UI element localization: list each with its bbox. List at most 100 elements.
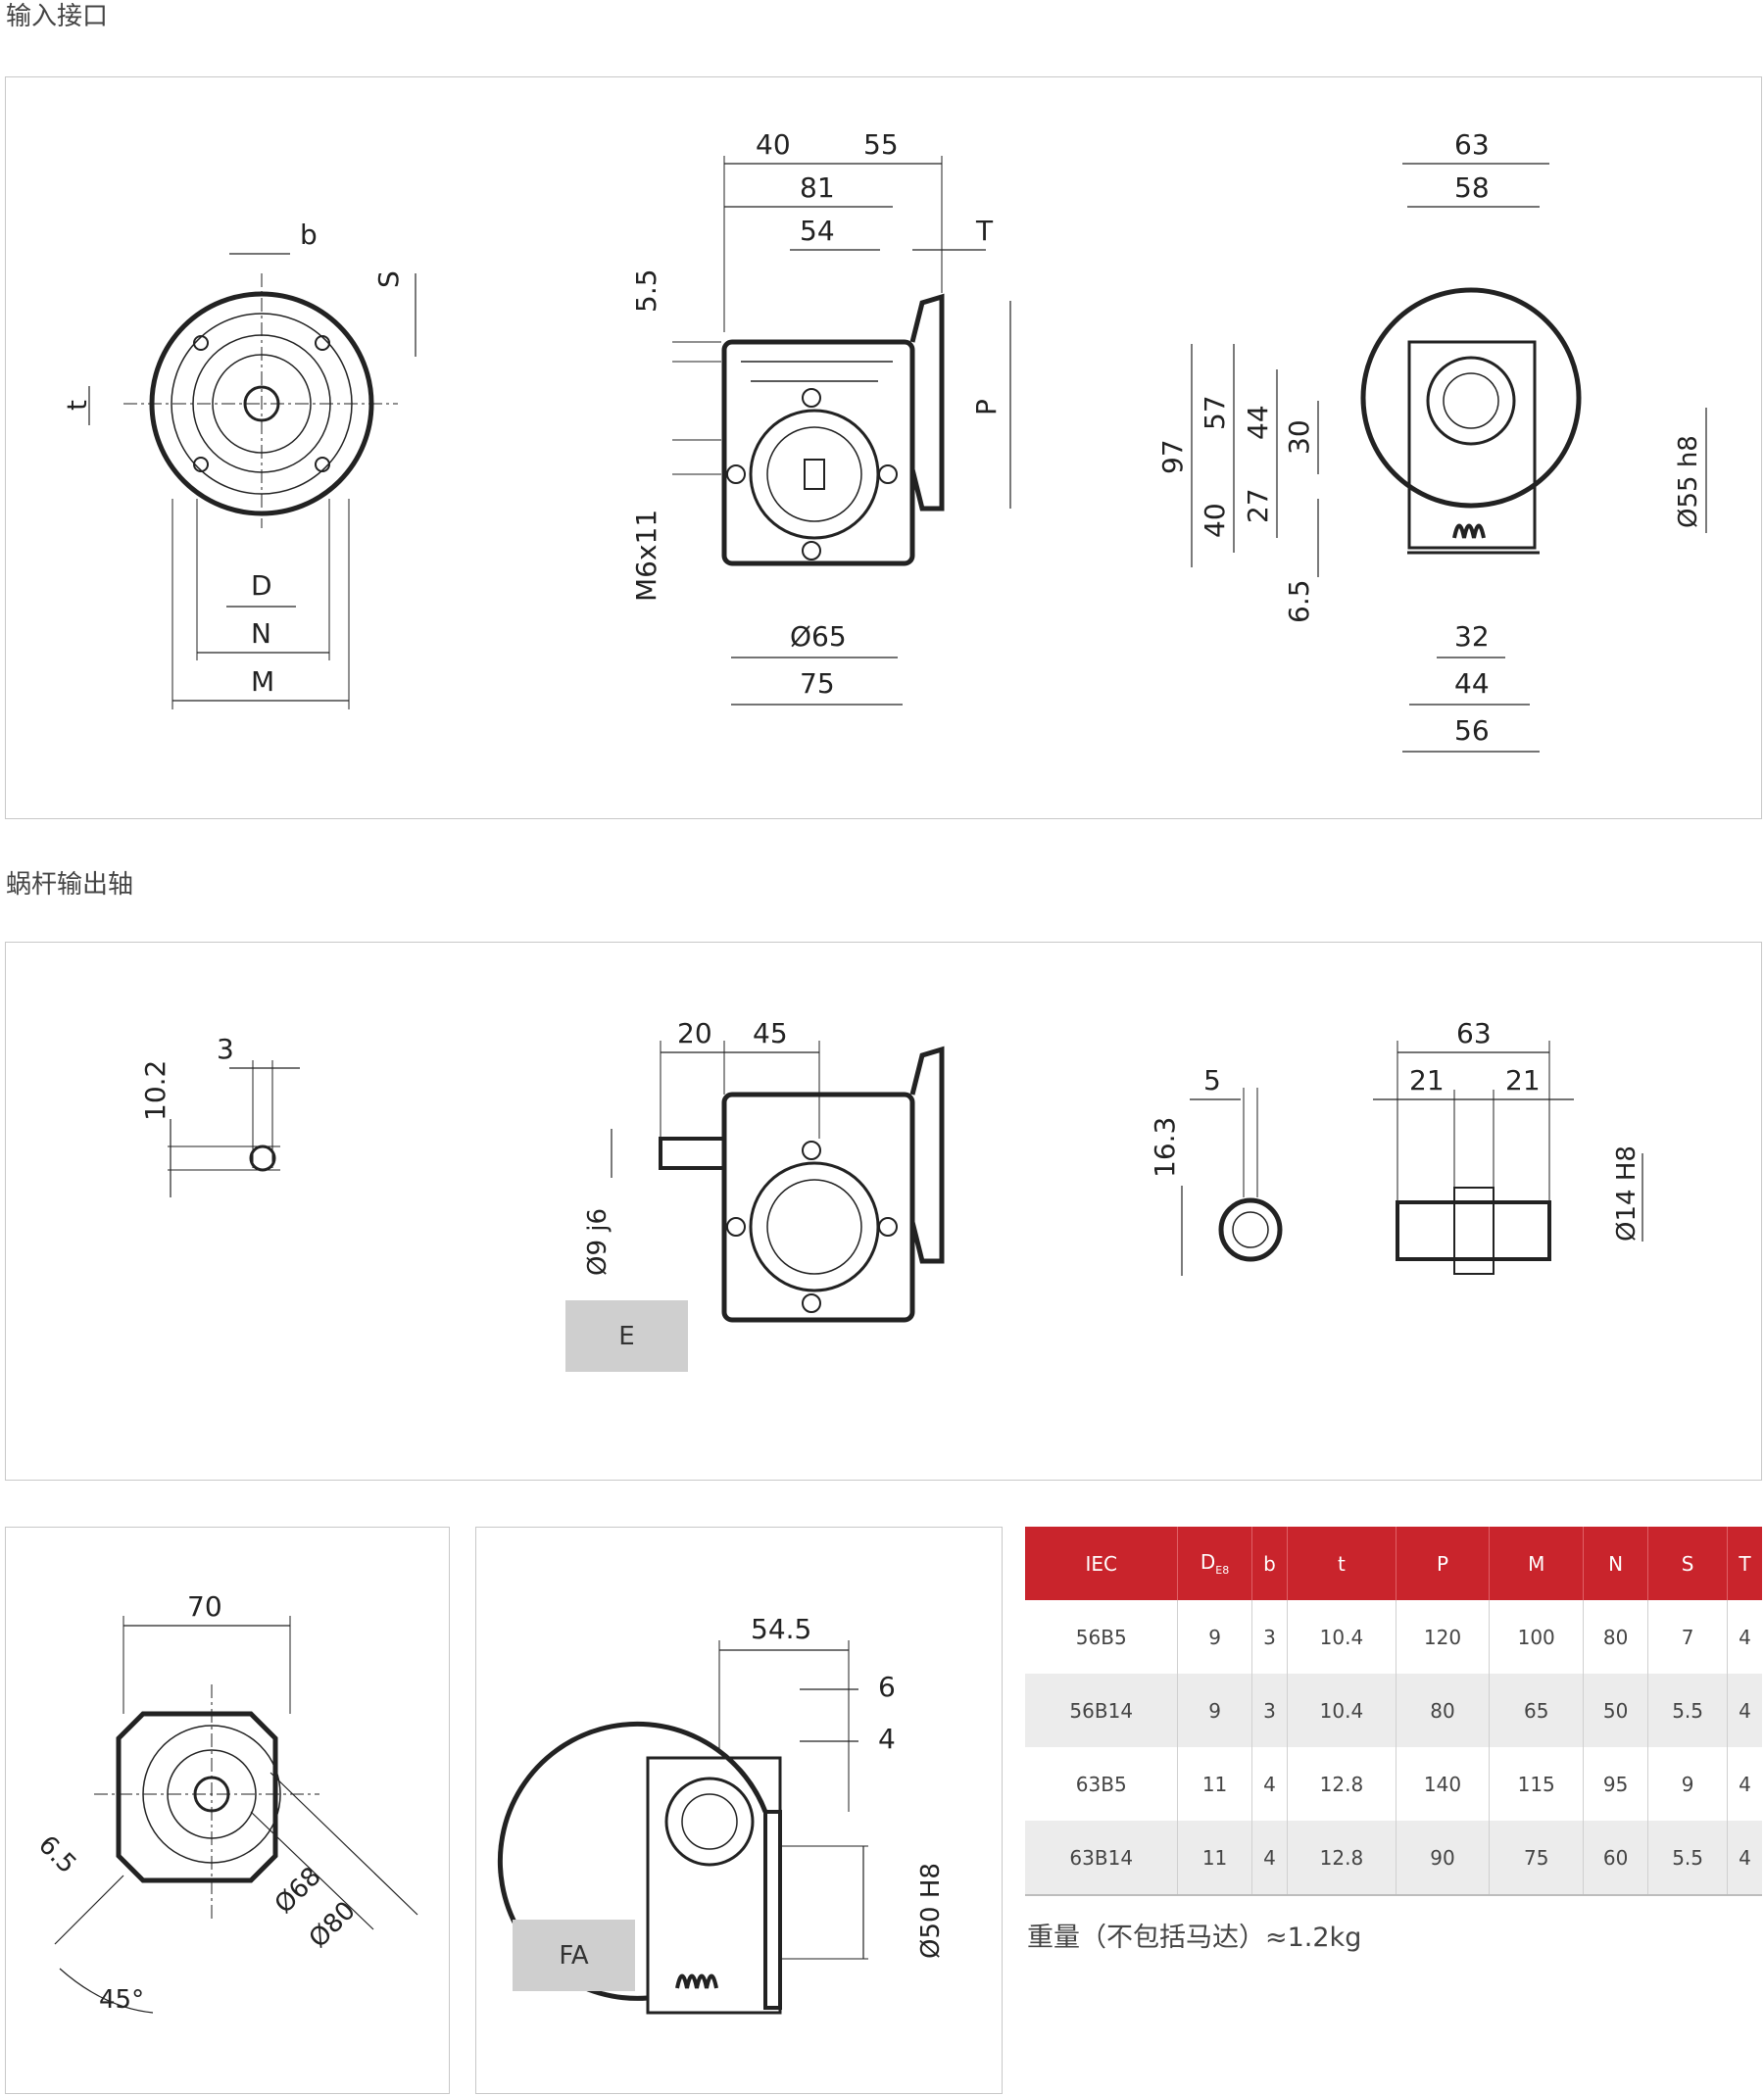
cell: 63B5 (1025, 1747, 1179, 1821)
section-title-input: 输入接口 (6, 2, 109, 31)
cell: 100 (1489, 1600, 1585, 1674)
cell: 11 (1177, 1821, 1252, 1896)
cell: 80 (1583, 1600, 1649, 1674)
col-d: DE8 (1177, 1527, 1252, 1600)
dim-55: 55 (863, 128, 899, 161)
dim-fa6: 6 (878, 1671, 896, 1703)
input-drawings-svg: b S t D N M 40 55 81 54 T 5.5 P M6x11 Ø6… (61, 128, 1707, 753)
cell: 90 (1396, 1821, 1491, 1896)
col-t2: T (1727, 1527, 1762, 1600)
cell: 140 (1396, 1747, 1491, 1821)
shaft-drawing-panel: 10.2 3 20 45 Ø9 j6 16.3 5 63 21 21 Ø14 H… (5, 942, 1762, 1481)
dim-d14h8: Ø14 H8 (1612, 1145, 1642, 1242)
cell: 4 (1727, 1674, 1762, 1747)
dim-d80: Ø80 (304, 1896, 362, 1954)
dim-N: N (251, 617, 271, 650)
dim-3: 3 (217, 1033, 234, 1065)
dim-10-2: 10.2 (139, 1060, 172, 1121)
cell: 65 (1489, 1674, 1585, 1747)
dim-45deg: 45° (99, 1985, 144, 2015)
dim-r57: 57 (1199, 395, 1231, 430)
dim-P: P (970, 399, 1003, 415)
cell: 4 (1251, 1821, 1289, 1896)
cell: 11 (1177, 1747, 1252, 1821)
cell: 4 (1739, 1625, 1751, 1649)
dim-21b: 21 (1505, 1064, 1541, 1096)
cell: 9 (1177, 1600, 1252, 1674)
dim-d68: Ø68 (270, 1862, 327, 1920)
table-row: 56B14 9 3 10.4 80 65 50 5.5 4 (1025, 1674, 1762, 1747)
cell: 3 (1251, 1600, 1289, 1674)
cell: 95 (1583, 1747, 1649, 1821)
cell: 50 (1583, 1674, 1649, 1747)
dimension-table: IEC DE8 b t P M N S T 56B5 9 3 10.4 120 … (1025, 1527, 1762, 1896)
cell: 60 (1583, 1821, 1649, 1896)
dim-r58: 58 (1454, 171, 1490, 204)
flange-drawing-svg: 70 6.5 Ø68 Ø80 45° (32, 1590, 418, 2015)
cell: 5.5 (1647, 1821, 1729, 1896)
cell: 56B5 (1025, 1600, 1179, 1674)
dim-M: M (251, 665, 274, 698)
col-b: b (1251, 1527, 1289, 1600)
dim-81: 81 (800, 171, 835, 204)
dim-r40: 40 (1199, 503, 1231, 538)
dim-thread: M6x11 (630, 510, 662, 602)
dim-54: 54 (800, 215, 835, 247)
dim-f6-5: 6.5 (32, 1830, 81, 1879)
dim-r32: 32 (1454, 620, 1490, 653)
dim-s63: 63 (1456, 1017, 1492, 1049)
cell: 115 (1489, 1747, 1585, 1821)
fa-drawing-svg: 54.5 6 4 Ø50 H8 (497, 1613, 946, 2015)
dim-54-5: 54.5 (751, 1613, 811, 1645)
col-iec: IEC (1025, 1527, 1179, 1600)
variant-tag-FA: FA (513, 1920, 635, 1991)
cell: 4 (1251, 1747, 1289, 1821)
col-t: t (1287, 1527, 1396, 1600)
cell: 9 (1647, 1747, 1729, 1821)
section-title-shaft: 蜗杆输出轴 (6, 870, 134, 900)
dim-t: t (61, 400, 93, 411)
dim-d65: Ø65 (790, 620, 847, 653)
variant-tag-E: E (565, 1300, 688, 1372)
dim-45: 45 (753, 1017, 788, 1049)
col-m: M (1489, 1527, 1585, 1600)
cell: 4 (1727, 1821, 1762, 1896)
dim-b: b (300, 219, 318, 251)
dim-20: 20 (677, 1017, 712, 1049)
col-s: S (1647, 1527, 1729, 1600)
dim-r30: 30 (1283, 419, 1315, 455)
cell: 80 (1396, 1674, 1491, 1747)
flange-drawing-panel: 70 6.5 Ø68 Ø80 45° (5, 1527, 450, 2094)
shaft-drawings-svg: 10.2 3 20 45 Ø9 j6 16.3 5 63 21 21 Ø14 H… (139, 1017, 1643, 1323)
dim-D: D (251, 569, 272, 602)
cell: 63B14 (1025, 1821, 1179, 1896)
fa-drawing-panel: 54.5 6 4 Ø50 H8 FA (475, 1527, 1003, 2094)
cell: 7 (1647, 1600, 1729, 1674)
cell: 120 (1396, 1600, 1491, 1674)
dim-r27: 27 (1242, 488, 1274, 523)
dim-40: 40 (756, 128, 791, 161)
dim-16-3: 16.3 (1149, 1117, 1181, 1178)
cell: 4 (1739, 1772, 1751, 1796)
dim-r44b: 44 (1454, 667, 1490, 700)
cell: 10.4 (1287, 1674, 1396, 1747)
cell: 9 (1177, 1674, 1252, 1747)
dim-r97: 97 (1156, 439, 1189, 474)
dim-S: S (372, 270, 405, 288)
dim-d9j6: Ø9 j6 (583, 1208, 612, 1276)
cell: 12.8 (1287, 1747, 1396, 1821)
dim-70: 70 (187, 1590, 222, 1623)
dim-r63: 63 (1454, 128, 1490, 161)
dim-d50h8: Ø50 H8 (916, 1863, 946, 1959)
cell: 12.8 (1287, 1821, 1396, 1896)
dim-fa4: 4 (878, 1723, 896, 1755)
cell: 10.4 (1287, 1600, 1396, 1674)
dim-5-5: 5.5 (630, 268, 662, 313)
table-row: 63B5 11 4 12.8 140 115 95 9 4 (1025, 1747, 1762, 1821)
dim-r56: 56 (1454, 714, 1490, 747)
dim-75: 75 (800, 667, 835, 700)
table-row: 56B5 9 3 10.4 120 100 80 7 4 (1025, 1600, 1762, 1674)
dim-r55h8: Ø55 h8 (1674, 435, 1703, 528)
table-row: 63B14 11 4 12.8 90 75 60 5.5 4 (1025, 1821, 1762, 1896)
col-n: N (1583, 1527, 1649, 1600)
